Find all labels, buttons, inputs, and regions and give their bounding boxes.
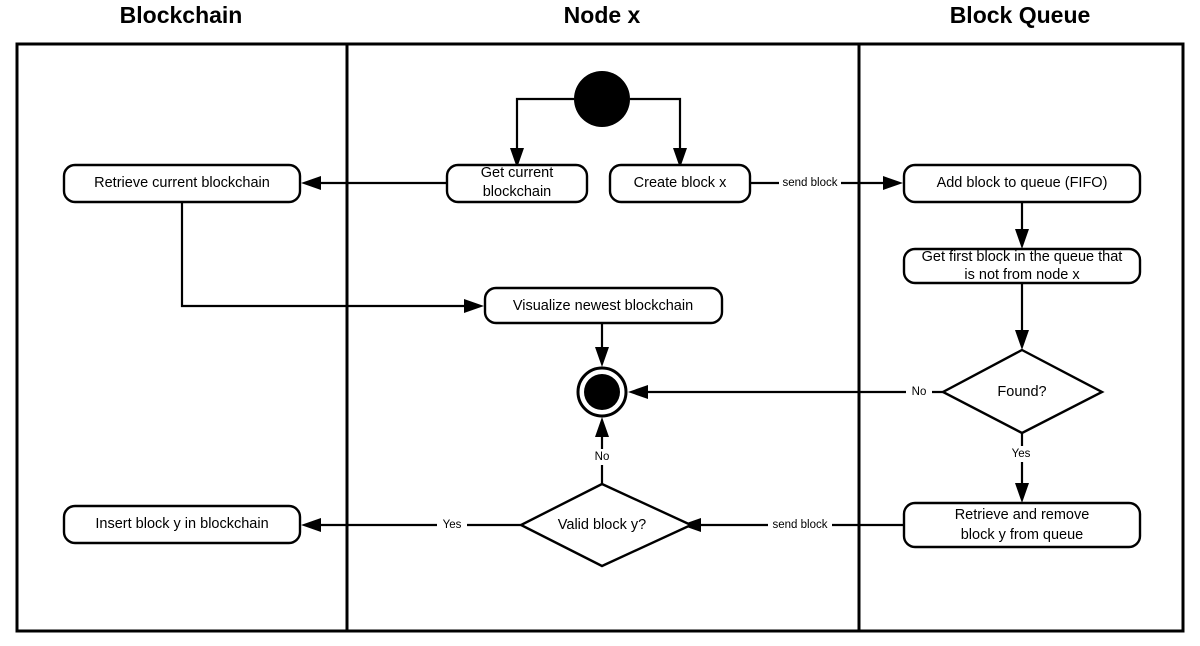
- node-get-first-block-label-line1: Get first block in the queue that: [922, 249, 1123, 265]
- node-retrieve-current-blockchain-label: Retrieve current blockchain: [94, 175, 270, 191]
- node-create-block-x[interactable]: Create block x: [608, 163, 752, 204]
- node-valid-block-decision-label: Valid block y?: [558, 517, 646, 533]
- edge-valid-no-to-final: No: [588, 417, 616, 484]
- node-visualize-newest-blockchain[interactable]: Visualize newest blockchain: [483, 286, 724, 325]
- edge-get-first-block-to-found: [1015, 283, 1029, 350]
- edge-found-yes-to-retrieve-remove: Yes: [1007, 433, 1037, 503]
- edge-label-send-block-bottom: send block: [773, 519, 828, 531]
- edge-label-valid-no: No: [595, 451, 610, 463]
- node-retrieve-current-blockchain[interactable]: Retrieve current blockchain: [62, 163, 302, 204]
- node-retrieve-and-remove-label-line1: Retrieve and remove: [955, 507, 1090, 523]
- edge-start-to-get-current-blockchain: [510, 97, 574, 168]
- edge-valid-yes-to-insert-block: Yes: [301, 517, 521, 533]
- node-insert-block-y-label: Insert block y in blockchain: [95, 516, 268, 532]
- node-insert-block-y[interactable]: Insert block y in blockchain: [62, 504, 302, 545]
- edge-add-queue-to-get-first-block: [1015, 201, 1029, 249]
- node-get-current-blockchain[interactable]: Get current blockchain: [445, 163, 589, 204]
- edge-create-block-to-add-queue: send block: [750, 175, 903, 191]
- node-retrieve-and-remove-label-line2: block y from queue: [961, 527, 1084, 543]
- node-create-block-x-label: Create block x: [634, 175, 727, 191]
- lane-title-blockchain: Blockchain: [120, 2, 243, 28]
- node-visualize-newest-blockchain-label: Visualize newest blockchain: [513, 298, 693, 314]
- edge-retrieve-current-to-visualize: [180, 201, 484, 313]
- initial-node[interactable]: [574, 71, 630, 127]
- node-get-current-blockchain-label-line1: Get current: [481, 165, 554, 181]
- node-add-block-to-queue[interactable]: Add block to queue (FIFO): [902, 163, 1142, 204]
- node-add-block-to-queue-label: Add block to queue (FIFO): [937, 175, 1108, 191]
- node-found-decision-label: Found?: [997, 384, 1046, 400]
- swimlane-frame: [15, 42, 1185, 633]
- node-retrieve-and-remove-block-y[interactable]: Retrieve and remove block y from queue: [902, 501, 1142, 549]
- edge-found-no-to-final: No: [628, 384, 944, 400]
- edge-label-found-yes: Yes: [1012, 448, 1031, 460]
- node-valid-block-decision[interactable]: Valid block y?: [518, 482, 694, 568]
- lane-title-node-x: Node x: [564, 2, 641, 28]
- edge-label-send-block-top: send block: [783, 177, 838, 189]
- edge-start-to-create-block-x: [630, 97, 687, 168]
- edge-label-valid-yes: Yes: [443, 519, 462, 531]
- lane-title-block-queue: Block Queue: [950, 2, 1091, 28]
- node-get-first-block-label-line2: is not from node x: [964, 267, 1080, 283]
- node-found-decision[interactable]: Found?: [940, 348, 1105, 435]
- edge-retrieve-remove-to-valid-block: send block: [681, 517, 904, 533]
- final-node[interactable]: [576, 366, 628, 418]
- edge-visualize-to-final: [595, 323, 609, 367]
- edge-get-current-to-retrieve-current: [301, 176, 447, 190]
- node-get-first-block[interactable]: Get first block in the queue that is not…: [902, 247, 1142, 285]
- edge-label-found-no: No: [912, 386, 927, 398]
- node-get-current-blockchain-label-line2: blockchain: [483, 184, 552, 200]
